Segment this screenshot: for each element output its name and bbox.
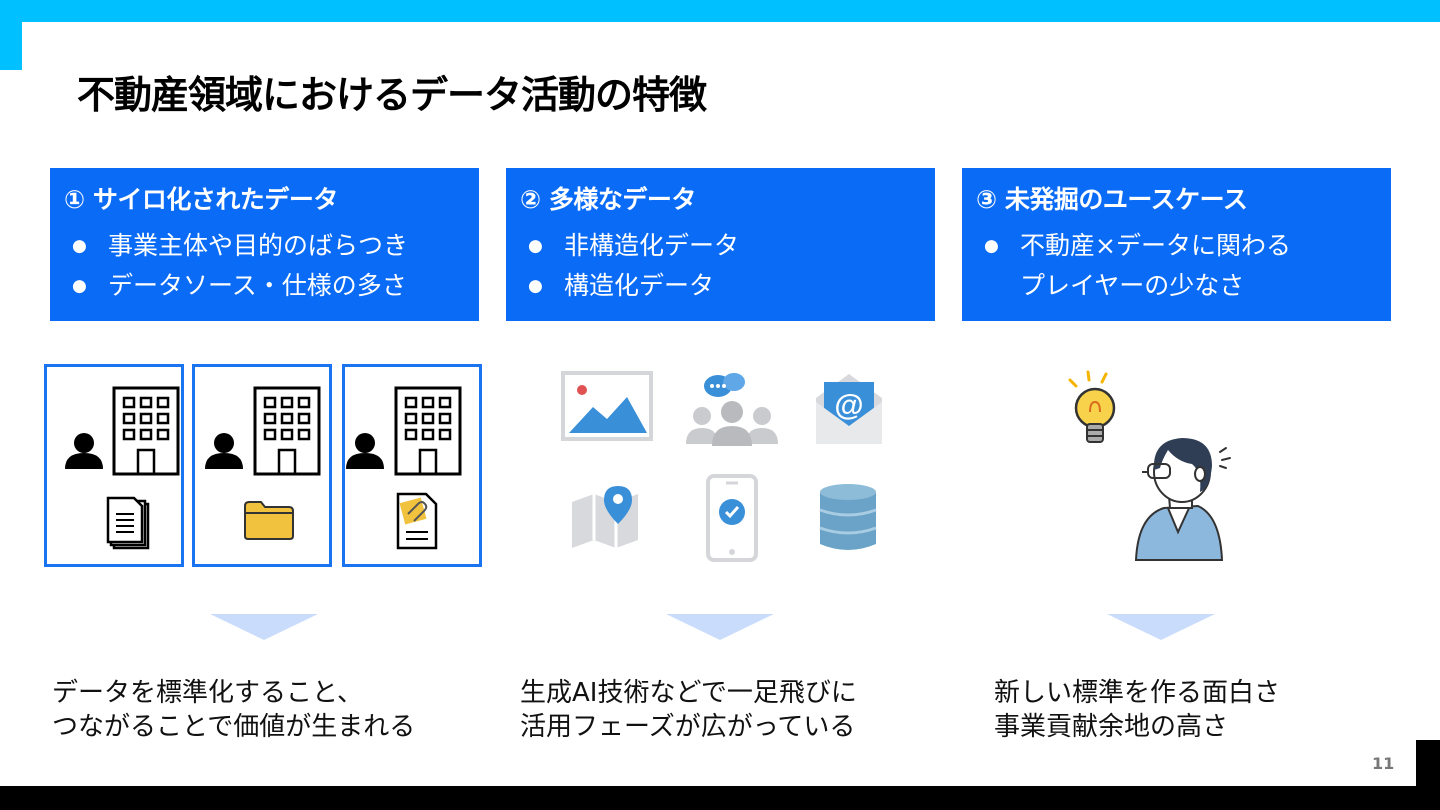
top-accent-bar <box>0 0 1440 22</box>
caption-line: つながることで価値が生まれる <box>52 712 416 742</box>
caption-line: 事業貢献余地の高さ <box>994 712 1229 742</box>
down-arrow-icon <box>210 614 318 640</box>
folder-icon <box>244 501 294 540</box>
email-icon: @ <box>816 374 882 444</box>
card-heading: ① サイロ化されたデータ <box>64 185 338 214</box>
chat-group-icon <box>686 373 778 446</box>
down-arrow-icon <box>666 614 774 640</box>
map-pin-icon <box>572 486 638 548</box>
card-item: 非構造化データ <box>520 226 921 266</box>
smartphone-check-icon <box>706 474 758 562</box>
caption-usecases: 新しい標準を作る面白さ 事業貢献余地の高さ <box>994 676 1280 744</box>
caption-line: 新しい標準を作る面白さ <box>994 678 1281 708</box>
thinking-man-icon <box>1134 438 1231 561</box>
caption-line: 活用フェーズが広がっている <box>520 712 856 742</box>
documents-icon <box>106 496 150 550</box>
card-item: 不動産×データに関わる <box>976 226 1377 266</box>
caption-diverse: 生成AI技術などで一足飛びに 活用フェーズが広がっている <box>520 676 857 744</box>
card-heading: ③ 未発掘のユースケース <box>976 185 1248 214</box>
page-number: 11 <box>1372 754 1395 773</box>
caption-line: 生成AI技術などで一足飛びに <box>520 678 857 708</box>
image-icon <box>561 371 653 441</box>
bottom-bar <box>0 786 1440 810</box>
card-heading: ② 多様なデータ <box>520 185 696 214</box>
down-arrow-icon <box>1107 614 1215 640</box>
card-undiscovered-usecases: ③ 未発掘のユースケース 不動産×データに関わる プレイヤーの少なさ <box>962 168 1391 321</box>
card-siloed-data: ① サイロ化されたデータ 事業主体や目的のばらつき データソース・仕様の多さ <box>50 168 479 321</box>
card-item: 事業主体や目的のばらつき <box>64 226 465 266</box>
database-icon <box>819 484 877 550</box>
card-item-continuation: プレイヤーの少なさ <box>1020 271 1245 300</box>
card-item: 構造化データ <box>520 266 921 306</box>
svg-text:@: @ <box>834 389 863 422</box>
lightbulb-icon <box>1068 370 1116 443</box>
top-left-accent <box>0 22 22 70</box>
silo-box <box>192 364 332 567</box>
silo-box <box>44 364 184 567</box>
silo-box <box>342 364 482 567</box>
attachment-icon <box>396 492 438 550</box>
bottom-right-accent <box>1416 740 1440 786</box>
card-diverse-data: ② 多様なデータ 非構造化データ 構造化データ <box>506 168 935 321</box>
card-item: データソース・仕様の多さ <box>64 266 465 306</box>
caption-siloed: データを標準化すること、 つながることで価値が生まれる <box>52 676 415 744</box>
slide-title: 不動産領域におけるデータ活動の特徴 <box>77 73 707 117</box>
caption-line: データを標準化すること、 <box>52 678 363 708</box>
